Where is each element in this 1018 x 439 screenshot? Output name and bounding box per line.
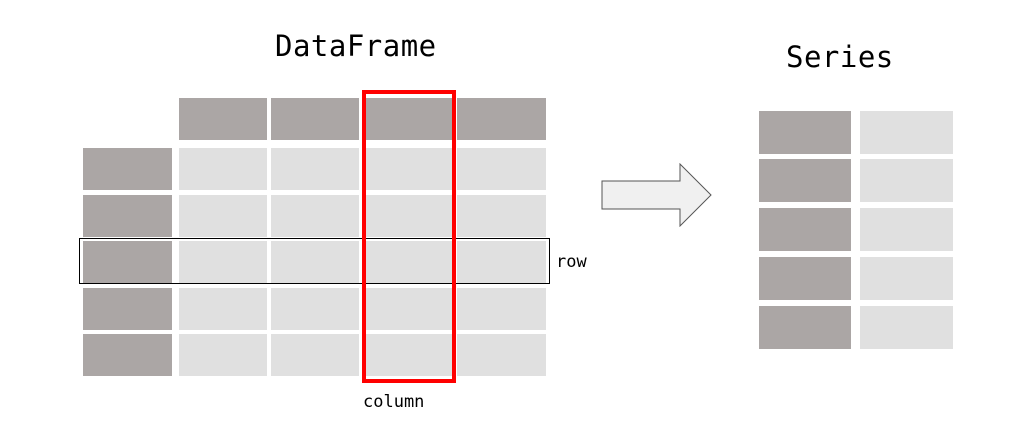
series-value-cell — [860, 257, 953, 300]
dataframe-data-cell — [457, 334, 546, 376]
dataframe-data-cell — [364, 334, 452, 376]
dataframe-data-cell — [364, 195, 452, 237]
dataframe-title: DataFrame — [275, 29, 437, 63]
dataframe-data-cell — [364, 148, 452, 190]
dataframe-data-cell — [179, 241, 267, 283]
series-index-cell — [759, 111, 851, 154]
dataframe-index-cell — [83, 148, 172, 190]
series-index-cell — [759, 208, 851, 251]
dataframe-data-cell — [179, 288, 267, 330]
dataframe-index-cell — [83, 241, 172, 283]
series-value-cell — [860, 111, 953, 154]
dataframe-data-cell — [271, 334, 359, 376]
series-title: Series — [786, 40, 894, 74]
dataframe-index-cell — [83, 195, 172, 237]
right-arrow-icon — [601, 163, 712, 227]
dataframe-data-cell — [179, 334, 267, 376]
series-index-cell — [759, 159, 851, 202]
dataframe-data-cell — [179, 195, 267, 237]
dataframe-column-header — [457, 98, 546, 140]
dataframe-data-cell — [457, 195, 546, 237]
dataframe-column-header — [179, 98, 267, 140]
dataframe-data-cell — [271, 288, 359, 330]
dataframe-data-cell — [457, 288, 546, 330]
column-label: column — [363, 392, 425, 412]
dataframe-data-cell — [271, 148, 359, 190]
series-value-cell — [860, 208, 953, 251]
dataframe-data-cell — [457, 241, 546, 283]
dataframe-data-cell — [364, 241, 452, 283]
row-highlight-box — [79, 238, 550, 284]
dataframe-data-cell — [364, 288, 452, 330]
series-value-cell — [860, 306, 953, 349]
dataframe-column-header — [364, 98, 452, 140]
dataframe-index-cell — [83, 334, 172, 376]
series-index-cell — [759, 306, 851, 349]
dataframe-data-cell — [271, 195, 359, 237]
dataframe-data-cell — [457, 148, 546, 190]
dataframe-index-cell — [83, 288, 172, 330]
series-value-cell — [860, 159, 953, 202]
row-label: row — [556, 252, 587, 272]
dataframe-data-cell — [271, 241, 359, 283]
dataframe-column-header — [271, 98, 359, 140]
series-index-cell — [759, 257, 851, 300]
column-highlight-box — [362, 90, 456, 383]
dataframe-data-cell — [179, 148, 267, 190]
